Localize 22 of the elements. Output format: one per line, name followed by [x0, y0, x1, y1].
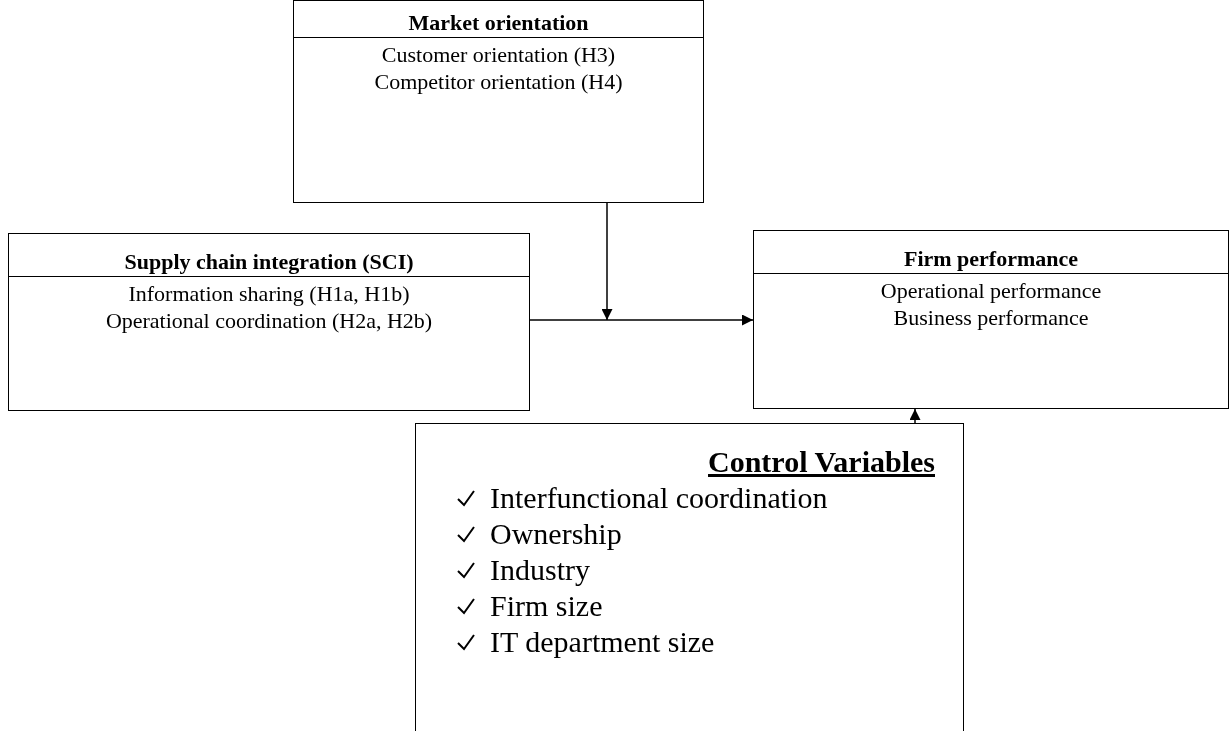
construct-dimension: Operational coordination (H2a, H2b): [105, 307, 433, 334]
control-variable: Industry: [490, 552, 590, 588]
construct-dimension: Competitor orientation (H4): [374, 68, 623, 95]
box-heading: Firm performance: [903, 245, 1079, 272]
control-variable: Interfunctional coordination: [490, 480, 828, 516]
control-variable: IT department size: [490, 624, 715, 660]
construct-dimension: Information sharing (H1a, H1b): [128, 280, 410, 307]
construct-dimension: Business performance: [893, 304, 1089, 331]
control-variables-box: [415, 423, 964, 731]
box-heading: Market orientation: [408, 9, 589, 36]
control-variable: Ownership: [490, 516, 622, 552]
arrow: [909, 408, 921, 424]
box-heading: Control Variables: [708, 444, 935, 480]
construct-dimension: Operational performance: [880, 277, 1102, 304]
construct-dimension: Customer orientation (H3): [381, 41, 616, 68]
moderating-arrow: [601, 202, 613, 321]
sci-box: [8, 233, 530, 411]
box-heading: Supply chain integration (SCI): [124, 248, 414, 275]
market-orientation-box: [293, 0, 704, 203]
arrow: [529, 314, 754, 326]
firm-performance-box: [753, 230, 1229, 409]
control-variable: Firm size: [490, 588, 603, 624]
